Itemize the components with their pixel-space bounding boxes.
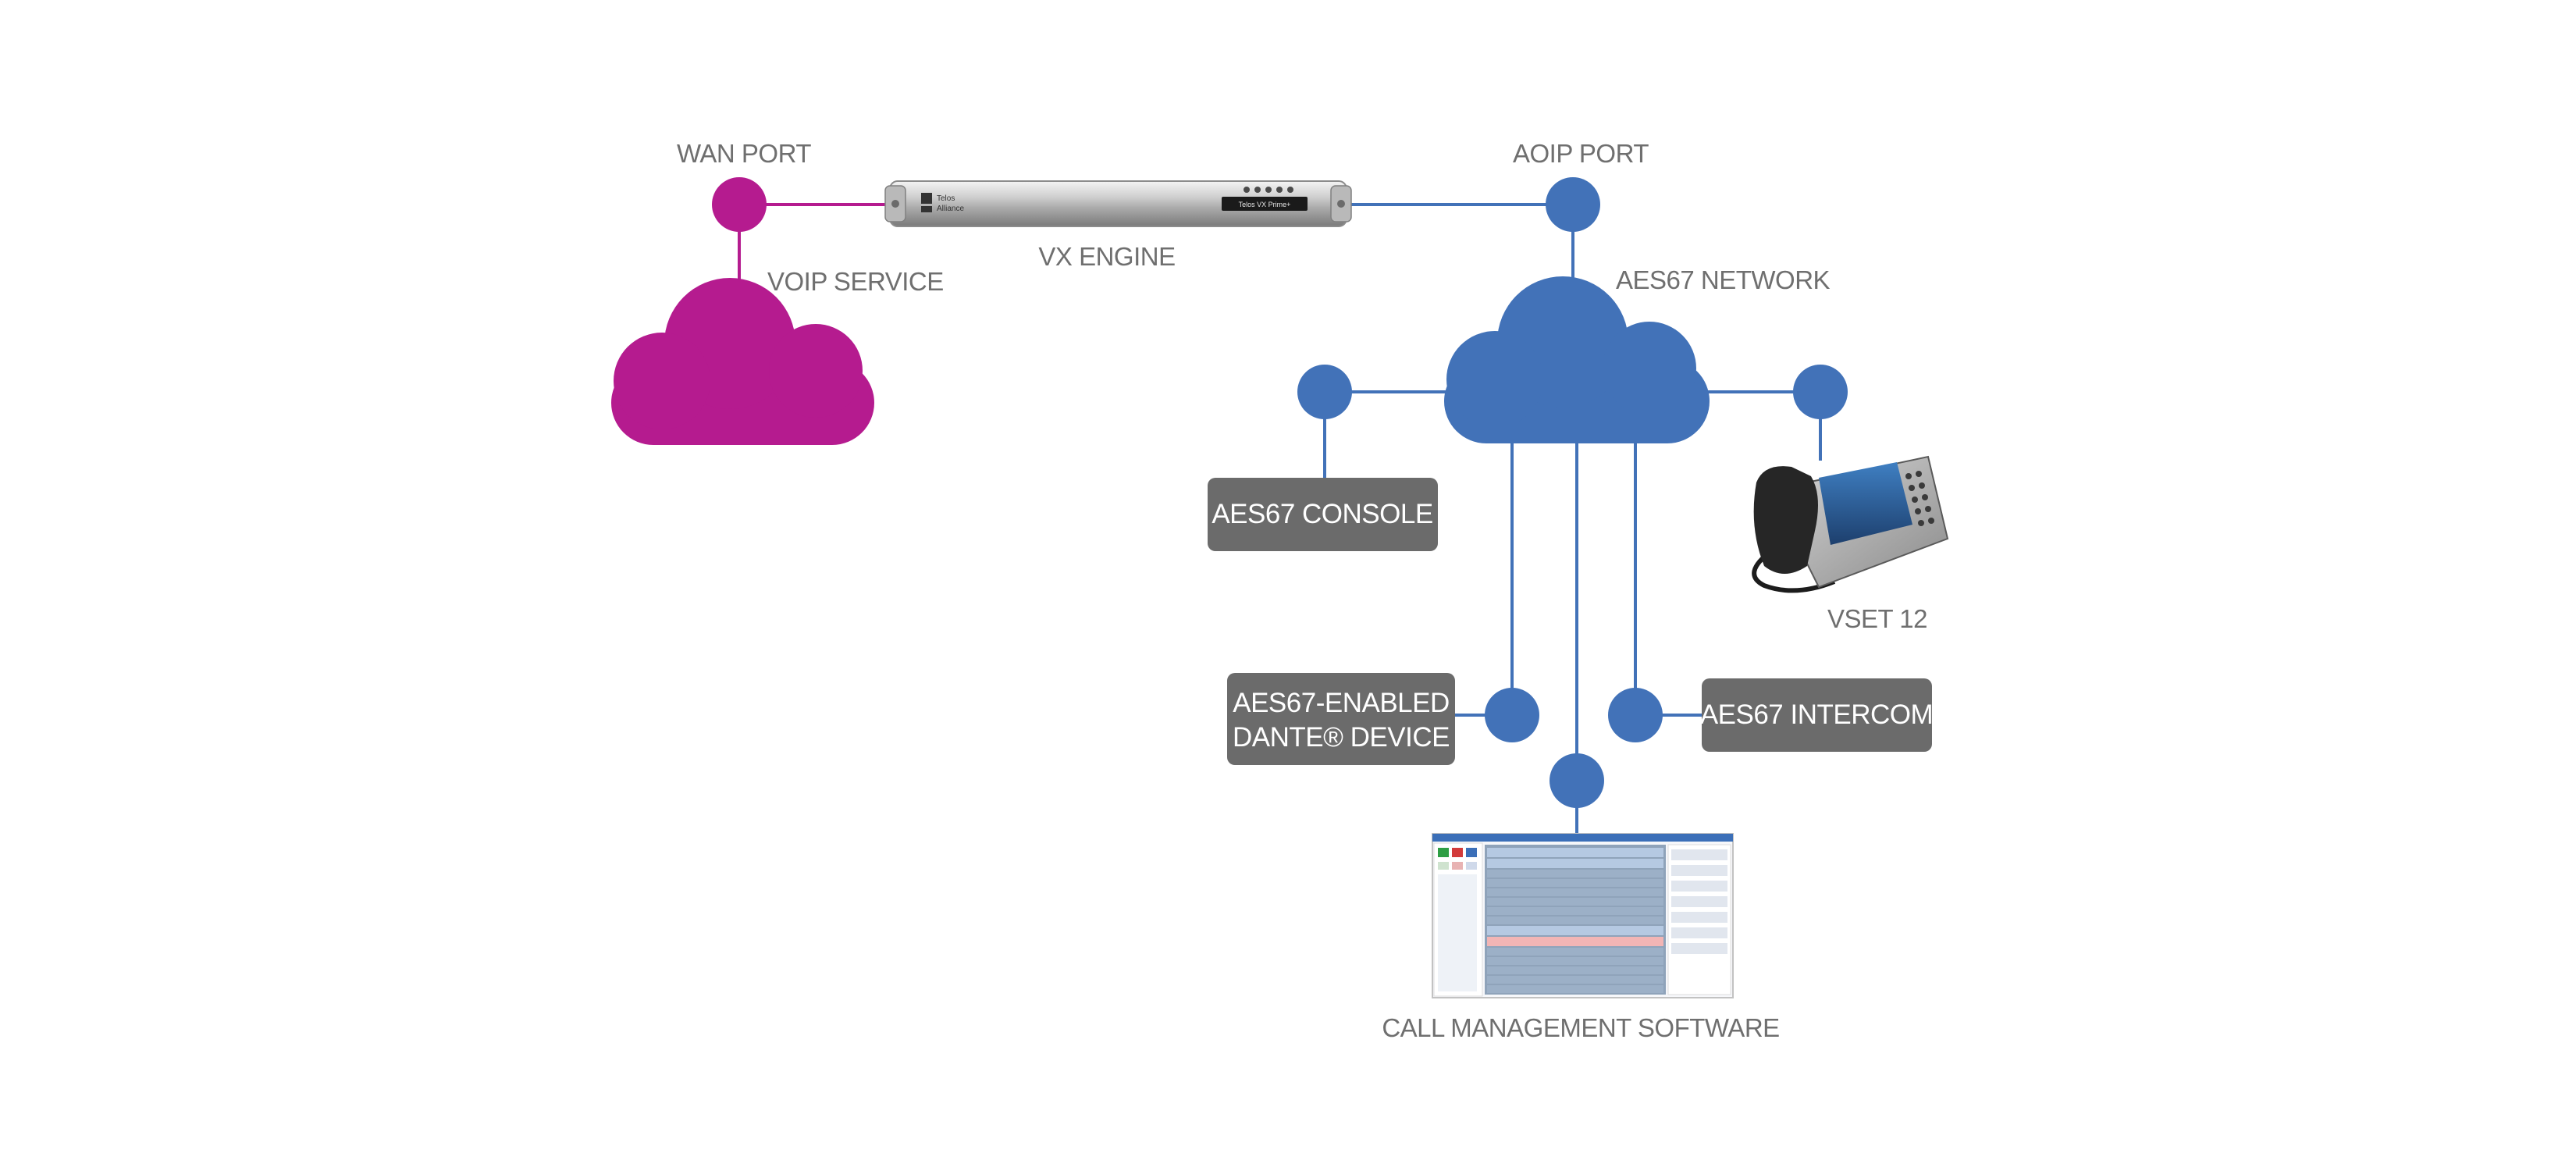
phone-keypad: [1905, 471, 1934, 526]
aes67-console-box: AES67 CONSOLE: [1208, 478, 1438, 551]
console-node: [1297, 365, 1352, 419]
telos-logo-icon: Telos Alliance: [921, 193, 964, 213]
front-panel-display: [1222, 197, 1308, 211]
software-title-bar: [1432, 834, 1733, 842]
vx-engine-device: Telos Alliance Telos VX Prime+: [884, 180, 1352, 227]
phone-screen: [1819, 462, 1912, 545]
software-call-rows: [1487, 848, 1663, 993]
software-right-items: [1671, 849, 1727, 954]
voip-cloud: [611, 278, 874, 445]
call-management-software-label: CALL MANAGEMENT SOFTWARE: [1382, 1013, 1779, 1042]
call-management-software-screenshot: [1432, 833, 1734, 998]
software-node: [1550, 753, 1604, 808]
software-left-buttons: [1438, 848, 1477, 991]
vset-12-phone: [1752, 455, 1949, 593]
vset-node: [1793, 365, 1848, 419]
aes67-network-label: AES67 NETWORK: [1616, 265, 1831, 294]
aes67-network-cloud: [1444, 276, 1710, 443]
svg-text:Alliance: Alliance: [937, 205, 964, 213]
phone-handset: [1753, 466, 1818, 574]
svg-text:Telos VX Prime+: Telos VX Prime+: [1239, 201, 1291, 208]
wan-port-node: [712, 177, 767, 232]
svg-text:AES67 INTERCOM: AES67 INTERCOM: [1700, 699, 1933, 730]
phone-cord: [1752, 548, 1836, 593]
vset-12-label: VSET 12: [1827, 604, 1927, 633]
aoip-port-label: AOIP PORT: [1513, 139, 1649, 168]
svg-text:AES67 CONSOLE: AES67 CONSOLE: [1212, 499, 1432, 529]
intercom-node: [1608, 688, 1663, 742]
svg-text:AES67-ENABLED: AES67-ENABLED: [1233, 688, 1450, 718]
vx-engine-label: VX ENGINE: [1038, 242, 1175, 271]
svg-text:Telos: Telos: [937, 194, 955, 203]
dante-device-box: AES67-ENABLED DANTE® DEVICE: [1227, 673, 1455, 765]
svg-text:DANTE® DEVICE: DANTE® DEVICE: [1233, 722, 1450, 753]
aes67-intercom-box: AES67 INTERCOM: [1700, 678, 1934, 752]
nodes: [712, 177, 1848, 808]
wan-port-label: WAN PORT: [677, 139, 811, 168]
voip-service-label: VOIP SERVICE: [767, 267, 944, 296]
status-leds: [1244, 187, 1293, 193]
dante-node: [1485, 688, 1539, 742]
aoip-port-node: [1546, 177, 1600, 232]
